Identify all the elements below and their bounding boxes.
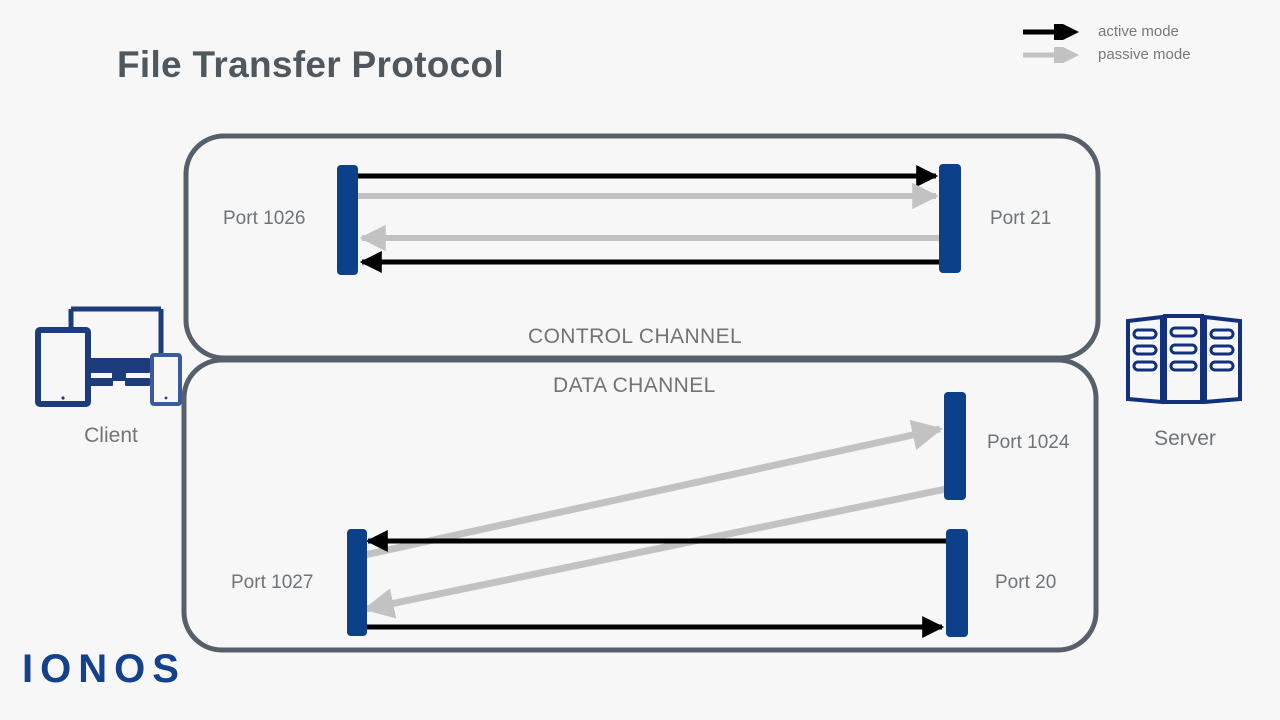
data-passive-client-to-server [359, 419, 944, 560]
server-rack-icon [1126, 314, 1242, 405]
arrow-right-icon [1023, 46, 1079, 63]
legend-item-passive: passive mode [1022, 43, 1272, 66]
data-passive-server-to-client [362, 485, 947, 619]
port-bar-client-1026 [337, 165, 358, 275]
legend-item-active: active mode [1022, 20, 1272, 43]
legend: active mode passive mode [1022, 20, 1272, 66]
control-channel-label: CONTROL CHANNEL [528, 325, 743, 348]
port-label-server-21: Port 21 [990, 208, 1052, 229]
port-bar-server-20 [946, 529, 968, 637]
data-channel-box [181, 357, 1099, 653]
legend-label-passive: passive mode [1098, 46, 1191, 63]
port-label-server-1024: Port 1024 [987, 432, 1070, 453]
port-bar-server-1024 [944, 392, 966, 500]
client-label: Client [84, 424, 138, 447]
server-label: Server [1154, 427, 1216, 450]
port-label-server-20: Port 20 [995, 572, 1057, 593]
devices-icon [35, 306, 182, 407]
port-bar-server-21 [939, 164, 961, 273]
port-bar-client-1027 [347, 529, 367, 636]
page-title: File Transfer Protocol [117, 44, 504, 85]
ionos-logo: IONOS [22, 647, 186, 691]
arrow-right-icon [1023, 23, 1079, 40]
data-channel-label: DATA CHANNEL [553, 374, 716, 397]
legend-label-active: active mode [1098, 23, 1179, 40]
port-label-client-1026: Port 1026 [223, 208, 306, 229]
port-label-client-1027: Port 1027 [231, 572, 314, 593]
